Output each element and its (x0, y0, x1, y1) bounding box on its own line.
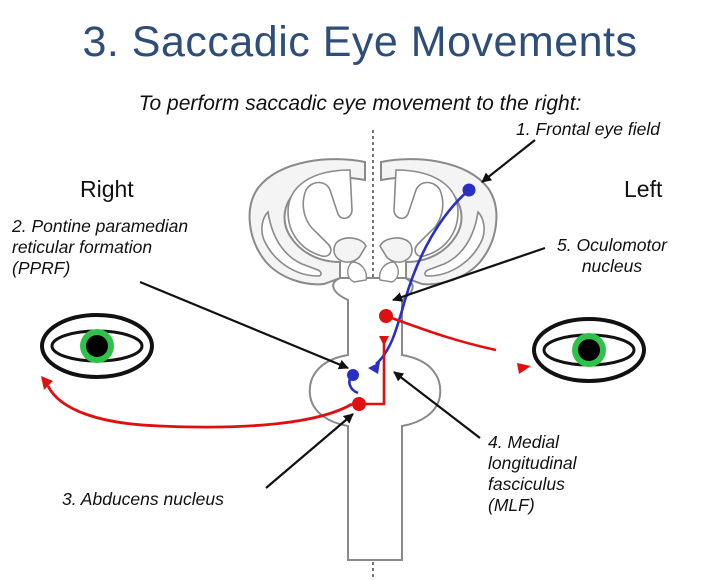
pointer-frontal-eye-field (481, 139, 536, 183)
label-abducens: 3. Abducens nucleus (62, 489, 224, 509)
label-mlf-line-3: fasciculus (488, 474, 565, 494)
label-oculomotor-line-2: nucleus (581, 256, 643, 276)
frontal-eye-field-dot (462, 183, 476, 197)
pointer-mlf (393, 371, 481, 439)
slide-title: 3. Saccadic Eye Movements (82, 18, 638, 66)
label-mlf-line-4: (MLF) (488, 495, 535, 515)
label-frontal-eye-field: 1. Frontal eye field (516, 119, 660, 139)
mlf-pathway (359, 336, 386, 406)
left-eye (532, 317, 646, 383)
label-pprf: 2. Pontine paramedian reticular formatio… (12, 216, 188, 279)
label-mlf: 4. Medial longitudinal fasciculus (MLF) (488, 432, 577, 516)
pointer-pprf (139, 280, 349, 370)
oculomotor-to-left-eye-nerve (385, 314, 497, 352)
label-oculomotor: 5. Oculomotor nucleus (542, 235, 682, 277)
brainstem-outline (308, 277, 442, 561)
oculomotor-arrowhead (379, 336, 389, 346)
oculomotor-nucleus-dot (379, 309, 393, 323)
deep-structure-left (333, 237, 367, 263)
label-pprf-line-2: reticular formation (12, 237, 153, 257)
slide-subtitle: To perform saccadic eye movement to the … (138, 92, 582, 115)
abducens-to-right-eye-nerve (46, 385, 353, 429)
label-mlf-line-1: 4. Medial (488, 432, 560, 452)
label-pprf-line-3: (PPRF) (12, 258, 71, 278)
label-oculomotor-line-1: 5. Oculomotor (557, 235, 667, 255)
side-label-right: Right (80, 176, 134, 202)
pprf-arrowhead (368, 362, 380, 374)
pointer-oculomotor (392, 246, 546, 302)
abducens-nucleus-dot (352, 397, 366, 411)
label-mlf-line-2: longitudinal (488, 453, 577, 473)
left-eye-arrowhead (517, 363, 531, 374)
pointer-abducens (265, 413, 354, 489)
pprf-dot (347, 369, 359, 381)
right-eye-arrowhead (41, 376, 53, 390)
right-eye (40, 313, 154, 379)
side-label-left: Left (624, 176, 663, 202)
label-pprf-line-1: 2. Pontine paramedian (12, 216, 189, 236)
deep-structure-right (379, 237, 413, 263)
